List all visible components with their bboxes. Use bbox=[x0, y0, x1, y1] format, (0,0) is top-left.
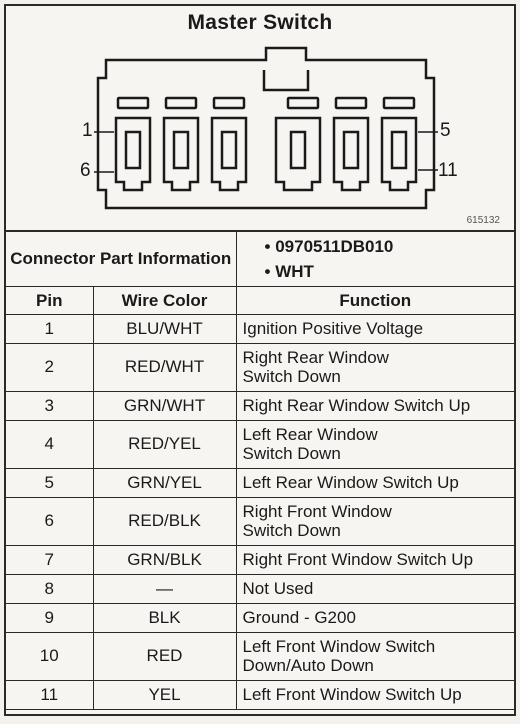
part-number-item: • WHT bbox=[264, 261, 314, 281]
table-row: 1 BLU/WHT Ignition Positive Voltage bbox=[6, 313, 514, 344]
connector-housing bbox=[96, 46, 436, 210]
wire-color-cell: RED/YEL bbox=[92, 419, 237, 469]
pinout-table: Connector Part Information • 0970511DB01… bbox=[6, 232, 514, 710]
page-title: Master Switch bbox=[187, 11, 333, 34]
document-page: Master Switch bbox=[4, 4, 516, 716]
pin-cell: 9 bbox=[6, 602, 94, 633]
pin-cell: 2 bbox=[6, 342, 94, 392]
table-row: 6 RED/BLK Right Front Window Switch Down bbox=[6, 496, 514, 546]
function-cell: Left Front Window Switch Down/Auto Down bbox=[235, 631, 514, 681]
function-cell: Left Front Window Switch Up bbox=[235, 679, 514, 710]
wire-color-cell: RED/WHT bbox=[92, 342, 237, 392]
part-color: WHT bbox=[275, 261, 314, 281]
pin-cell: 1 bbox=[6, 313, 94, 344]
function-cell: Right Front Window Switch Down bbox=[235, 496, 514, 546]
column-header-row: Pin Wire Color Function bbox=[6, 285, 514, 315]
connector-info-header: Connector Part Information bbox=[6, 232, 237, 287]
pin-cell: 4 bbox=[6, 419, 94, 469]
pin-cell: 11 bbox=[6, 679, 94, 710]
wire-color-cell: BLU/WHT bbox=[92, 313, 237, 344]
function-cell: Left Rear Window Switch Down bbox=[235, 419, 514, 469]
pin-label-5: 5 bbox=[440, 120, 451, 141]
table-row: 9 BLK Ground - G200 bbox=[6, 602, 514, 633]
column-header-function: Function bbox=[235, 285, 514, 315]
table-row: 5 GRN/YEL Left Rear Window Switch Up bbox=[6, 467, 514, 498]
connector-drawing bbox=[94, 46, 438, 210]
function-cell: Right Rear Window Switch Up bbox=[235, 390, 514, 421]
wire-color-cell: GRN/WHT bbox=[92, 390, 237, 421]
wire-color-cell: YEL bbox=[92, 679, 237, 710]
wire-color-cell: GRN/BLK bbox=[92, 544, 237, 575]
function-cell: Not Used bbox=[235, 573, 514, 604]
table-row: 3 GRN/WHT Right Rear Window Switch Up bbox=[6, 390, 514, 421]
pin-cell: 10 bbox=[6, 631, 94, 681]
pin-cell: 5 bbox=[6, 467, 94, 498]
pin-cell: 3 bbox=[6, 390, 94, 421]
figure-number: 615132 bbox=[466, 215, 500, 226]
wire-color-cell: — bbox=[92, 573, 237, 604]
connector-part-numbers: • 0970511DB010 • WHT bbox=[235, 232, 514, 287]
column-header-pin: Pin bbox=[6, 285, 94, 315]
connector-diagram: 1 6 5 11 615132 bbox=[6, 40, 514, 232]
table-row: 7 GRN/BLK Right Front Window Switch Up bbox=[6, 544, 514, 575]
wire-color-cell: RED/BLK bbox=[92, 496, 237, 546]
function-cell: Left Rear Window Switch Up bbox=[235, 467, 514, 498]
pin-cell: 7 bbox=[6, 544, 94, 575]
pin-label-6: 6 bbox=[80, 160, 91, 181]
function-cell: Right Rear Window Switch Down bbox=[235, 342, 514, 392]
wire-color-cell: BLK bbox=[92, 602, 237, 633]
part-number: 0970511DB010 bbox=[275, 236, 394, 256]
part-number-item: • 0970511DB010 bbox=[264, 236, 394, 256]
table-row: 4 RED/YEL Left Rear Window Switch Down bbox=[6, 419, 514, 469]
function-cell: Ground - G200 bbox=[235, 602, 514, 633]
table-row: 2 RED/WHT Right Rear Window Switch Down bbox=[6, 342, 514, 392]
table-row: 8 — Not Used bbox=[6, 573, 514, 604]
wire-color-cell: RED bbox=[92, 631, 237, 681]
pin-cell: 8 bbox=[6, 573, 94, 604]
function-cell: Right Front Window Switch Up bbox=[235, 544, 514, 575]
wire-color-cell: GRN/YEL bbox=[92, 467, 237, 498]
table-row: 10 RED Left Front Window Switch Down/Aut… bbox=[6, 631, 514, 681]
column-header-wire: Wire Color bbox=[92, 285, 237, 315]
pin-label-11: 11 bbox=[438, 160, 458, 181]
pin-cell: 6 bbox=[6, 496, 94, 546]
pin-label-1: 1 bbox=[82, 120, 93, 141]
connector-latch bbox=[262, 70, 310, 92]
connector-info-row: Connector Part Information • 0970511DB01… bbox=[6, 232, 514, 287]
function-cell: Ignition Positive Voltage bbox=[235, 313, 514, 344]
table-row: 11 YEL Left Front Window Switch Up bbox=[6, 679, 514, 710]
